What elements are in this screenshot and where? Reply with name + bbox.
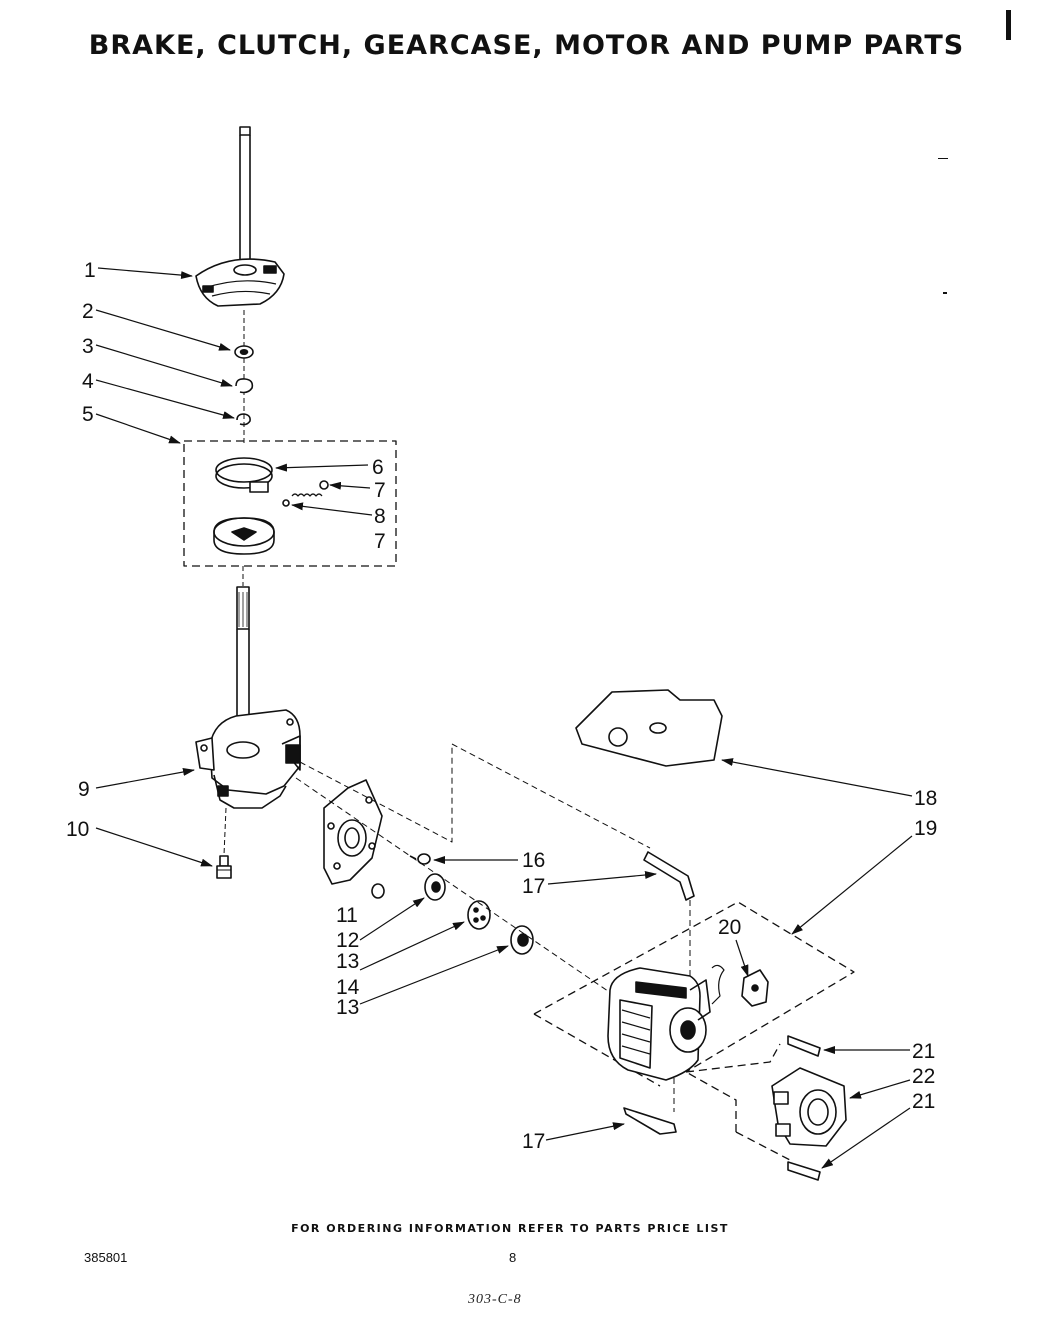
- callout-21b: 21: [912, 1090, 935, 1113]
- callout-4: 4: [82, 370, 94, 393]
- part-6-brake-band: [215, 457, 273, 493]
- callout-10: 10: [66, 818, 89, 841]
- callout-7b: 7: [374, 530, 386, 553]
- edge-mark-top-right: [1006, 10, 1011, 40]
- callout-22: 22: [912, 1065, 935, 1088]
- part-17-bracket-lower: [623, 1107, 677, 1135]
- part-10-bolt: [216, 855, 232, 879]
- callout-17a: 17: [522, 875, 545, 898]
- part-13-coupler-b: [510, 925, 534, 955]
- callout-12: 12: [336, 929, 359, 952]
- brake-drum: [213, 517, 275, 555]
- part-13-coupler-a: [424, 873, 446, 901]
- callout-3: 3: [82, 335, 94, 358]
- drive-shaft-upper: [239, 126, 251, 268]
- callout-19: 19: [914, 817, 937, 840]
- part-21-clip-lower: [787, 1161, 821, 1181]
- part-17-bracket-upper: [643, 851, 695, 901]
- part-20-switch: [741, 969, 769, 1007]
- callout-8: 8: [374, 505, 386, 528]
- document-number: 385801: [84, 1250, 128, 1265]
- callout-13a: 13: [336, 950, 359, 973]
- callout-13b: 13: [336, 996, 359, 1019]
- callout-20: 20: [718, 916, 741, 939]
- part-18-motor-shield: [575, 689, 723, 767]
- callout-18: 18: [914, 787, 937, 810]
- page-number: 8: [509, 1250, 517, 1265]
- part-5-kit-box: [183, 440, 397, 567]
- part-12-bolt: [371, 883, 385, 899]
- part-19-motor-kit-box: [533, 901, 855, 1073]
- callout-1: 1: [84, 259, 96, 282]
- part-2-washer: [234, 345, 254, 359]
- part-21-clip-upper: [787, 1035, 821, 1057]
- callout-7a: 7: [374, 479, 386, 502]
- callout-2: 2: [82, 300, 94, 323]
- part-11-coupling-plate: [323, 779, 383, 885]
- callout-21a: 21: [912, 1040, 935, 1063]
- callout-14: 14: [336, 976, 360, 999]
- ordering-note: FOR ORDERING INFORMATION REFER TO PARTS …: [291, 1222, 729, 1235]
- edge-mark-dash-2: [943, 292, 947, 294]
- callout-labels: 1 2 3 4 5 6 7 8 7 9 10 11 12 13 14 13 16…: [66, 259, 937, 1153]
- handwritten-code: 303-C-8: [468, 1292, 522, 1307]
- part-22-pump: [771, 1067, 847, 1147]
- callout-5: 5: [82, 403, 94, 426]
- part-14-coupler-disc: [467, 900, 491, 930]
- callout-16: 16: [522, 849, 545, 872]
- leader-lines: [95, 267, 913, 1169]
- edge-mark-dash-1: [938, 158, 948, 159]
- callout-11: 11: [336, 904, 358, 927]
- part-4-clip: [236, 413, 251, 426]
- part-16-screw: [409, 853, 431, 865]
- callout-6: 6: [372, 456, 384, 479]
- motor: [607, 964, 725, 1081]
- part-7-8-spring-assembly: [282, 480, 329, 507]
- callout-9: 9: [78, 778, 90, 801]
- page-title: BRAKE, CLUTCH, GEARCASE, MOTOR AND PUMP …: [88, 30, 965, 61]
- part-1-brake-cam: [195, 258, 285, 307]
- part-3-retaining-ring: [235, 378, 254, 394]
- part-9-gearcase: [195, 709, 301, 809]
- callout-17b: 17: [522, 1130, 545, 1153]
